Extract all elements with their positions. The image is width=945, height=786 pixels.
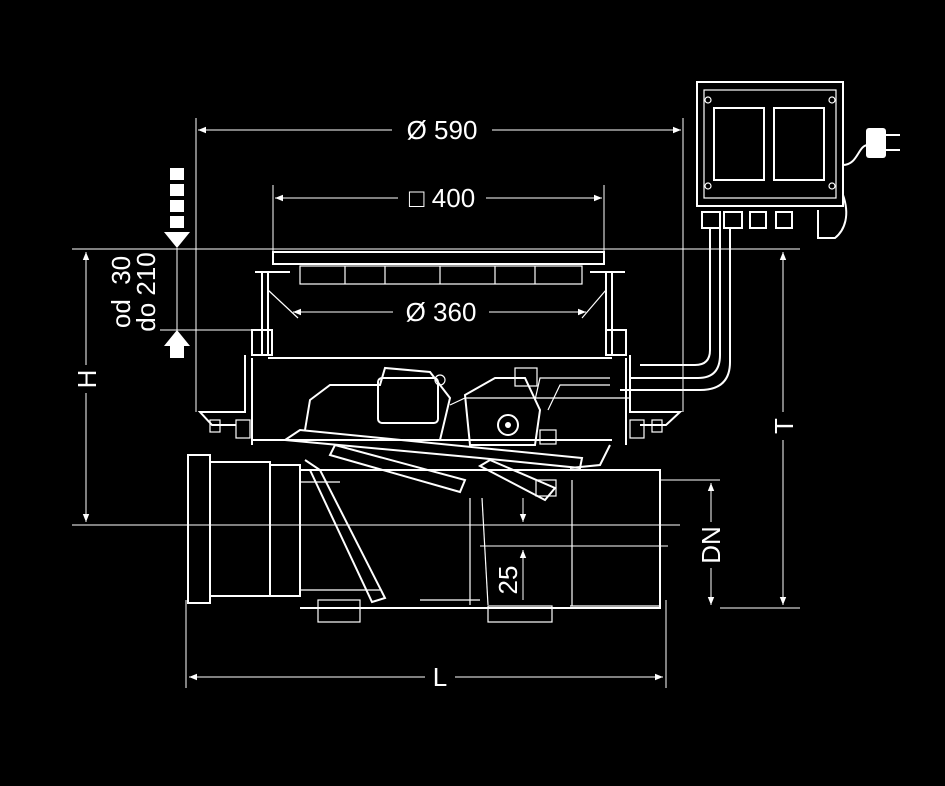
dim-outer-diameter: Ø 590 — [195, 114, 684, 412]
dim-nominal-diameter: DN — [660, 479, 726, 605]
label-height-adjust-min: od 30 — [106, 256, 136, 328]
control-cables — [449, 228, 731, 411]
label-outer-diameter: Ø 590 — [407, 115, 478, 145]
dim-offset: 25 — [480, 498, 668, 600]
drain-housing — [197, 355, 683, 469]
dim-length: L — [185, 600, 667, 694]
outlet-pipe — [187, 454, 661, 623]
control-box — [696, 81, 844, 229]
power-cord — [817, 128, 900, 239]
label-height-adjust-max: do 210 — [131, 252, 161, 332]
height-adjust-indicator: od 30 do 210 — [106, 168, 700, 358]
grate-frame — [251, 251, 627, 356]
dim-height: H — [72, 248, 680, 526]
dim-grate-square: □ 400 — [272, 182, 605, 262]
label-length: L — [433, 662, 447, 692]
label-height: H — [72, 370, 102, 389]
label-depth: T — [769, 418, 799, 434]
dim-inner-diameter: Ø 360 — [293, 296, 586, 328]
label-inner-diameter: Ø 360 — [406, 297, 477, 327]
label-offset: 25 — [493, 566, 523, 595]
label-nominal-diameter: DN — [696, 526, 726, 564]
label-grate-square: □ 400 — [409, 183, 475, 213]
motor-actuator — [304, 366, 557, 446]
dim-depth: T — [700, 248, 800, 609]
backflow-flap — [282, 428, 584, 604]
